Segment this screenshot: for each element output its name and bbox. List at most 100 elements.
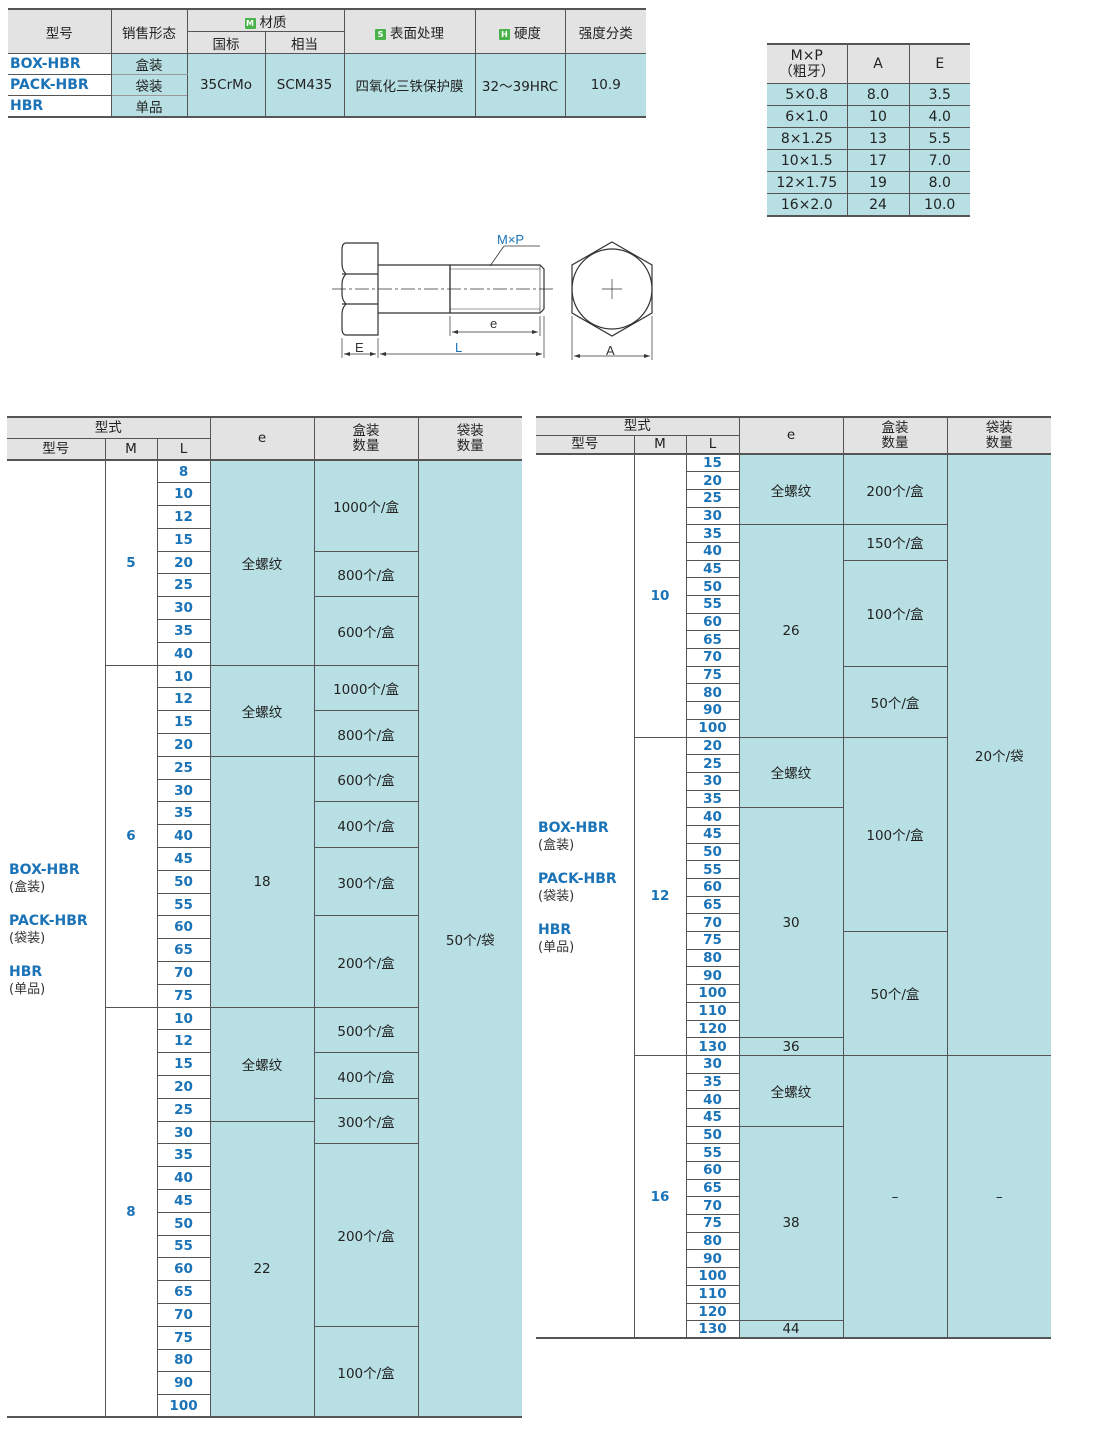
table-row: 12 <box>7 1029 522 1054</box>
bolt-end-hex <box>571 241 653 337</box>
l-length-cell: 90 <box>685 1249 740 1269</box>
table-row: 90 <box>536 966 1051 986</box>
thread-header-a: A <box>846 44 909 84</box>
right-header-bag-qty-2: 数量 <box>985 434 1013 451</box>
left-header-bag-qty-2: 数量 <box>456 437 484 454</box>
thread-cell-e: 4.0 <box>908 105 970 128</box>
l-length-cell: 110 <box>685 1002 740 1021</box>
l-length-cell: 20 <box>156 1075 211 1099</box>
box-qty-cell: 100个/盒 <box>842 560 948 667</box>
box-qty-cell: 50个/盒 <box>842 666 948 738</box>
table-row: 35 <box>536 1073 1051 1092</box>
spec-header-sale-form: 销售形态 <box>110 9 187 54</box>
material-icon: M <box>244 17 256 29</box>
l-length-cell: 120 <box>685 1303 740 1322</box>
bolt-drawing: M×P e E L A <box>332 232 653 360</box>
m-size-cell: 12 <box>633 737 686 1056</box>
e-thread-cell: 26 <box>738 524 844 738</box>
l-length-cell: 65 <box>156 1280 211 1304</box>
thread-cell-mp: 6×1.0 <box>767 105 847 128</box>
l-length-cell: 12 <box>156 687 211 712</box>
l-length-cell: 55 <box>685 595 740 614</box>
l-length-cell: 15 <box>156 1052 211 1077</box>
box-qty-cell: 50个/盒 <box>842 931 948 1056</box>
table-row: 60 <box>536 613 1051 632</box>
l-length-cell: 60 <box>685 613 740 632</box>
spec-model-code: BOX-HBR <box>8 53 111 75</box>
left-header-bag-qty-1: 袋装 <box>456 422 484 439</box>
table-row: 12 <box>7 505 522 529</box>
model-code: BOX-HBR <box>538 819 609 836</box>
bolt-head-outline <box>341 242 379 336</box>
table-row: 55 <box>536 1143 1051 1162</box>
l-length-cell: 45 <box>685 560 740 579</box>
l-length-cell: 8 <box>156 460 211 484</box>
thread-cell-mp: 16×2.0 <box>767 193 847 217</box>
thread-cell-mp: 8×1.25 <box>767 127 847 150</box>
right-header-m: M <box>633 435 686 455</box>
table-row: 75 50个/盒 <box>536 931 1051 1056</box>
e-thread-cell: 全螺纹 <box>738 737 844 809</box>
l-length-cell: 25 <box>685 489 740 508</box>
l-length-cell: 15 <box>156 528 211 552</box>
table-row: 40 <box>7 824 522 849</box>
thread-cell-e: 7.0 <box>908 149 970 172</box>
l-length-cell: 50 <box>156 1212 211 1236</box>
table-row: 65 <box>536 1179 1051 1198</box>
thread-header-mp-label: M×P <box>790 48 823 64</box>
spec-surface-value: 四氧化三铁保护膜 <box>343 53 475 117</box>
l-length-cell: 75 <box>685 931 740 950</box>
table-row: 120 <box>536 1020 1051 1039</box>
table-row: 45 100个/盒 <box>536 560 1051 667</box>
thread-header-mp-sub: （粗牙） <box>778 64 835 80</box>
surface-icon: S <box>375 28 386 40</box>
model-sub: (袋装) <box>9 931 46 947</box>
bag-qty-cell: 20个/袋 <box>946 454 1052 1056</box>
thread-cell-mp: 12×1.75 <box>767 171 847 194</box>
table-row: 90 <box>7 1371 522 1396</box>
l-length-cell: 75 <box>156 1326 211 1350</box>
l-length-cell: 50 <box>685 577 740 596</box>
l-length-cell: 90 <box>685 701 740 720</box>
drawing-label-E: E <box>355 340 364 355</box>
l-length-cell: 65 <box>685 896 740 915</box>
table-row: 55 <box>536 860 1051 879</box>
m-size-cell: 6 <box>104 665 157 1008</box>
box-qty-cell: 600个/盒 <box>313 756 419 803</box>
e-thread-cell: 全螺纹 <box>209 460 315 666</box>
l-length-cell: 30 <box>156 1121 211 1145</box>
spec-header-material-label: 材质 <box>259 14 287 31</box>
bag-qty-cell: 50个/袋 <box>417 460 523 1418</box>
table-row: 100 <box>536 1267 1051 1286</box>
l-length-cell: 30 <box>156 596 211 621</box>
thread-cell-a: 10 <box>846 105 909 128</box>
l-length-cell: 50 <box>156 870 211 894</box>
box-qty-cell: 200个/盒 <box>842 454 948 526</box>
table-row: 50 <box>536 843 1051 862</box>
right-header-e: e <box>738 417 844 455</box>
l-length-cell: 75 <box>685 1214 740 1233</box>
l-length-cell: 60 <box>685 1161 740 1180</box>
table-row: 65 <box>7 1280 522 1304</box>
thread-header-e: E <box>908 44 970 84</box>
model-sub: (单品) <box>9 982 46 998</box>
left-header-l: L <box>156 438 211 461</box>
l-length-cell: 70 <box>685 913 740 933</box>
box-qty-cell: 100个/盒 <box>313 1326 419 1418</box>
model-code: HBR <box>538 921 572 938</box>
table-row: 50 <box>536 577 1051 596</box>
spec-header-gb: 国标 <box>186 31 265 54</box>
l-length-cell: 45 <box>685 1108 740 1127</box>
l-length-cell: 60 <box>156 1257 211 1282</box>
box-qty-cell: 800个/盒 <box>313 551 419 598</box>
right-header-box-qty-2: 数量 <box>881 434 909 451</box>
